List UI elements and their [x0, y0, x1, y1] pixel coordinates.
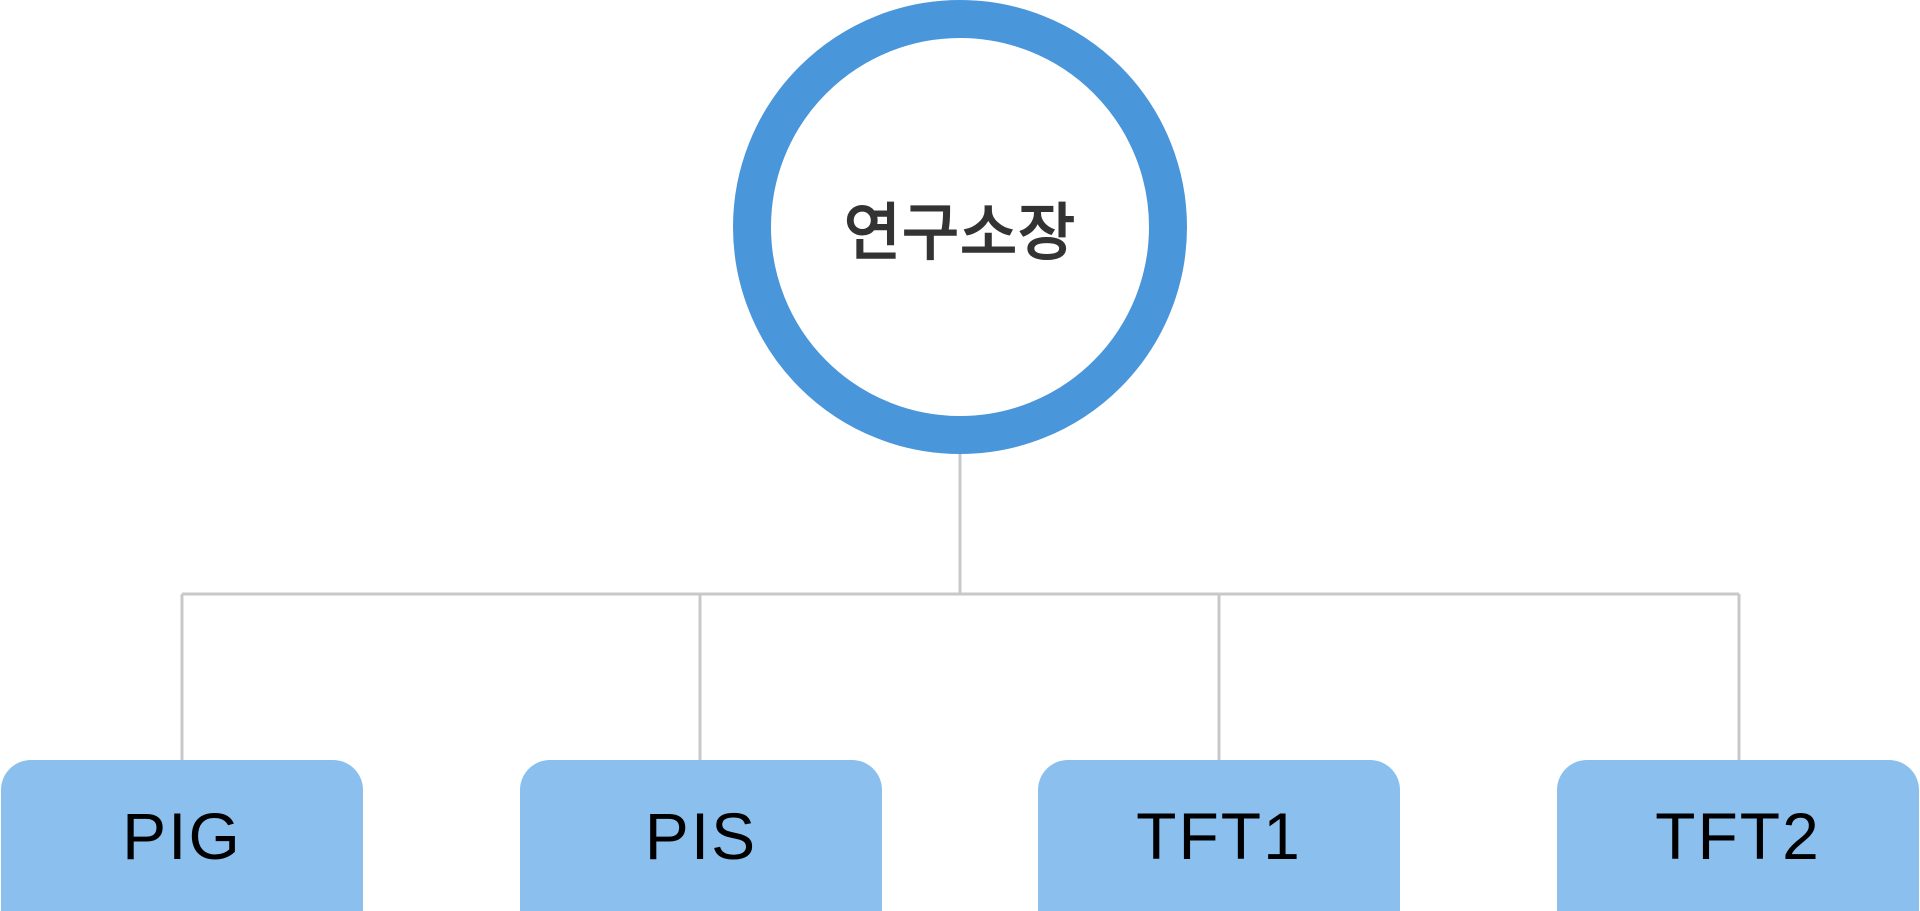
- root-node-label: 연구소장: [843, 196, 1077, 269]
- child-node-label: PIG: [122, 798, 242, 873]
- root-node: 연구소장: [733, 0, 1187, 454]
- child-node-label: TFT1: [1136, 798, 1302, 873]
- child-node-tft1: TFT1: [1038, 760, 1400, 911]
- child-node-tft2: TFT2: [1557, 760, 1919, 911]
- child-node-label: TFT2: [1655, 798, 1821, 873]
- child-node-pig: PIG: [1, 760, 363, 911]
- child-node-pis: PIS: [520, 760, 882, 911]
- child-node-label: PIS: [644, 798, 758, 873]
